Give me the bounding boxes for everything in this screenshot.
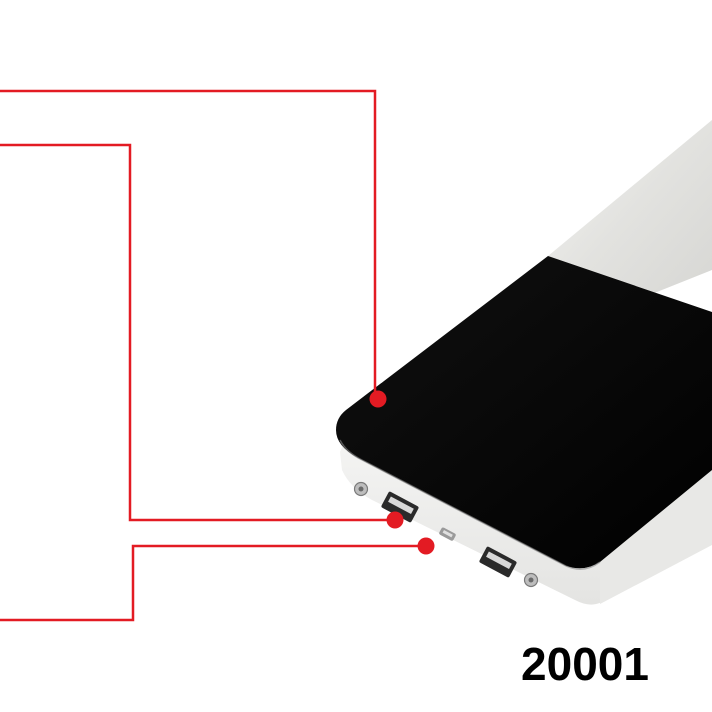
power-bank [336,120,712,605]
callout-dot-micro-usb [417,537,435,555]
callout-dot-usb-port [386,511,404,529]
callout-line-usb-port [0,143,395,522]
callout-dot-top-panel [369,390,387,408]
panel-edge-highlight [339,439,601,570]
power-bank-top-panel [336,256,712,569]
callout-lines [0,89,426,622]
micro-usb-port-icon [439,527,456,541]
callout-line-top-panel [0,89,377,398]
power-bank-top-shell [548,120,712,310]
usb-port-icon [479,546,517,578]
screw-icon [523,572,539,588]
screw-icon [353,481,369,497]
callout-line-micro-usb [0,544,426,622]
usb-port-icon [381,491,419,523]
model-number-label: 20001 [521,638,649,690]
